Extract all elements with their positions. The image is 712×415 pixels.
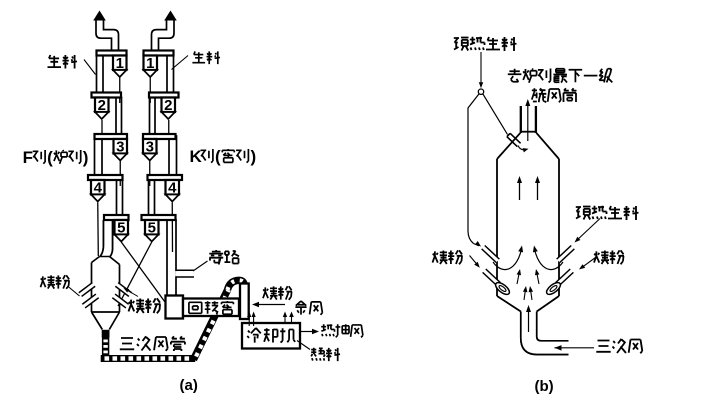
svg-text:(a): (a) xyxy=(180,377,198,394)
svg-text:1: 1 xyxy=(116,55,124,72)
svg-text:(: ( xyxy=(47,148,53,167)
svg-text:2: 2 xyxy=(164,97,172,114)
svg-text:3: 3 xyxy=(116,138,124,155)
svg-text:1: 1 xyxy=(146,55,154,72)
svg-text:4: 4 xyxy=(168,179,177,196)
svg-text:4: 4 xyxy=(94,179,103,196)
svg-text:3: 3 xyxy=(146,138,154,155)
svg-text:(b): (b) xyxy=(535,378,554,395)
svg-text:F: F xyxy=(23,148,33,167)
svg-text:): ) xyxy=(250,147,256,166)
svg-text:): ) xyxy=(83,148,89,167)
svg-text:5: 5 xyxy=(148,219,156,236)
svg-text:(: ( xyxy=(215,147,221,166)
svg-text:2: 2 xyxy=(98,97,106,114)
svg-text:K: K xyxy=(190,147,203,166)
svg-text:5: 5 xyxy=(117,219,125,236)
